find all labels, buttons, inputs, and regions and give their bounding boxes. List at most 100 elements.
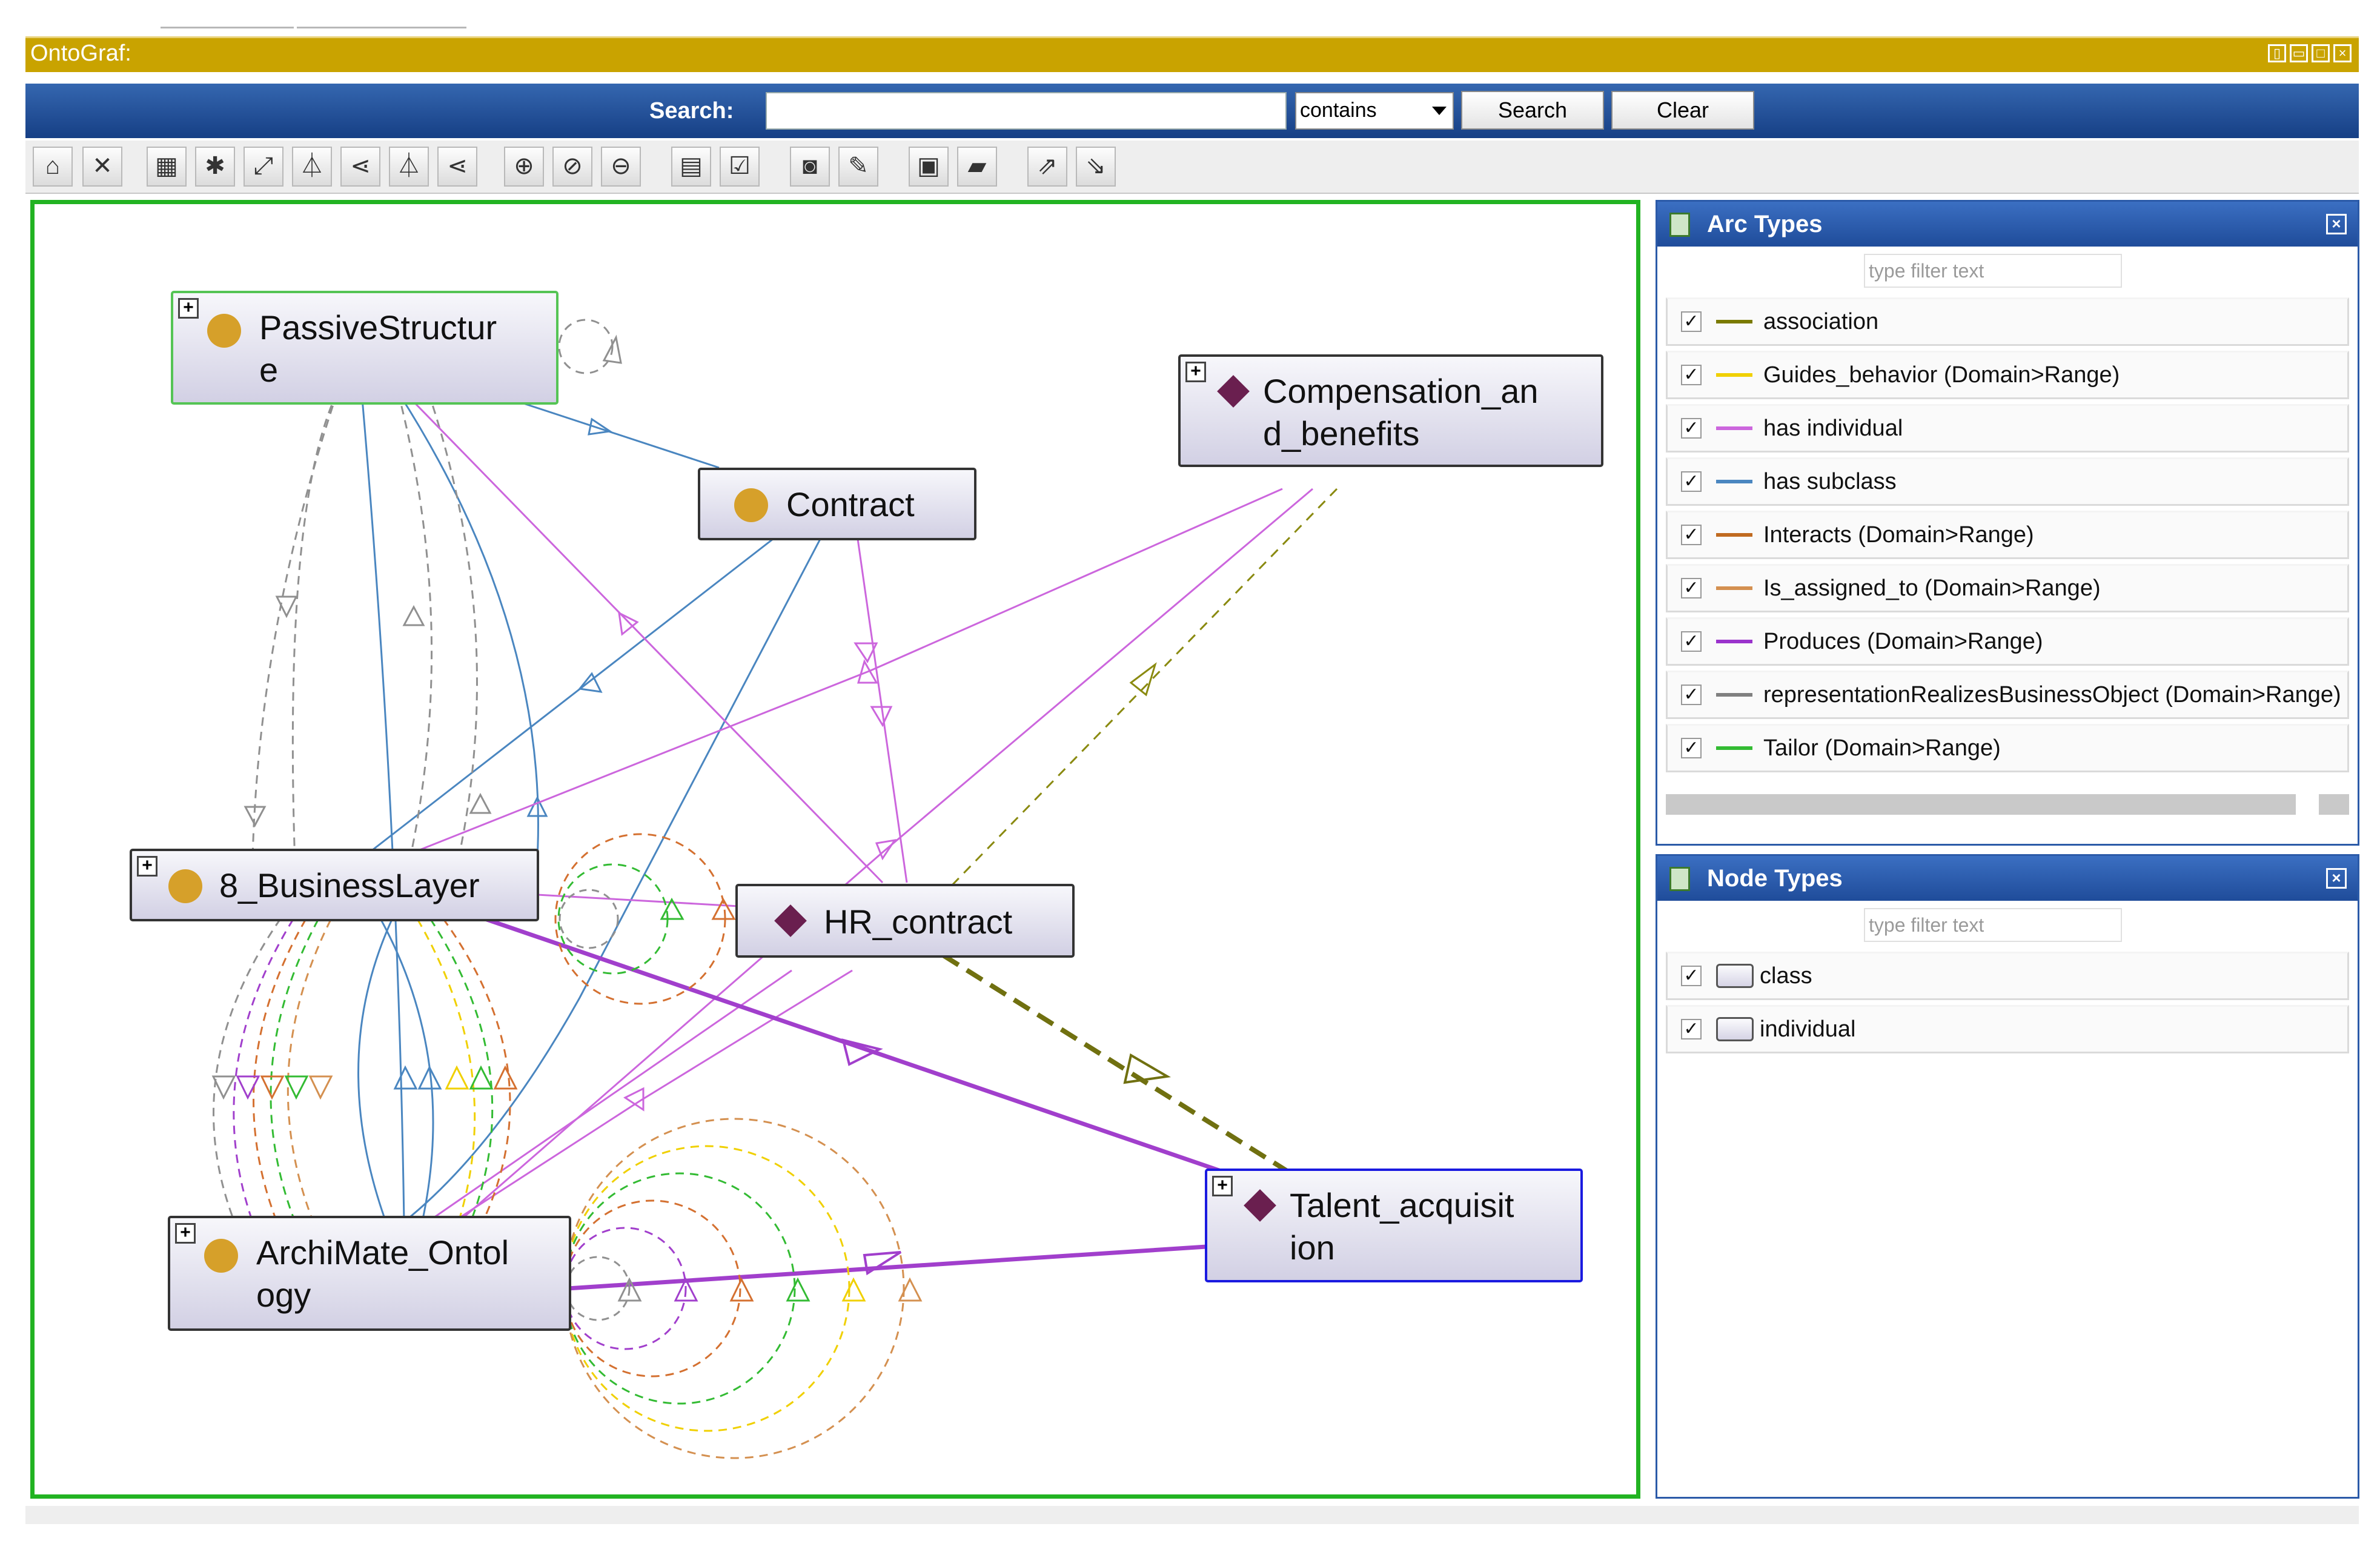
class-icon [207,314,241,348]
scrollbar-thumb[interactable] [2319,794,2349,815]
node-passive-structure[interactable]: + PassiveStructur e [171,291,559,405]
arc-type-row-guides-behavior[interactable]: ✓ Guides_behavior (Domain>Range) [1666,351,2349,399]
tree-vertical-layout-icon[interactable]: ⏃ [292,147,332,187]
edge-arrow [469,1065,494,1090]
self-loop [554,833,726,1005]
edge-arrow [308,1075,333,1100]
node-archimate-ontology[interactable]: + ArchiMate_Ontol ogy [168,1216,571,1331]
edge-has-subclass [506,397,720,469]
camera-icon[interactable]: ◙ [790,147,830,187]
checkbox[interactable]: ✓ [1681,685,1702,705]
node-types-filter-input[interactable]: type filter text [1864,908,2122,942]
zoom-fit-icon[interactable]: ⊘ [552,147,592,187]
node-type-label: class [1760,963,1812,989]
arc-types-header: Arc Types × [1657,202,2358,247]
node-type-row-class[interactable]: ✓ class [1666,952,2349,1000]
tile-vertical-icon[interactable]: ▯ [2268,44,2286,62]
node-business-layer[interactable]: + 8_BusinessLayer [130,849,539,921]
spring-layout-icon[interactable]: ✱ [195,147,235,187]
node-talent-acquisition[interactable]: + Talent_acquisit ion [1205,1169,1583,1282]
search-mode-select[interactable]: contains [1295,92,1454,130]
close-icon[interactable]: × [2326,868,2347,889]
arc-type-row-interacts[interactable]: ✓ Interacts (Domain>Range) [1666,511,2349,559]
scrollbar-track[interactable] [1666,794,2296,815]
arc-type-label: has subclass [1763,468,1897,494]
arc-type-row-association[interactable]: ✓ association [1666,297,2349,346]
arc-color-swatch [1716,426,1752,430]
arc-type-row-representation[interactable]: ✓ representationRealizesBusinessObject (… [1666,671,2349,719]
arc-type-row-has-individual[interactable]: ✓ has individual [1666,404,2349,453]
edge-arrow [674,1277,698,1302]
edge-has-subclass [373,906,434,1222]
arc-type-row-is-assigned-to[interactable]: ✓ Is_assigned_to (Domain>Range) [1666,564,2349,612]
checkbox[interactable]: ✓ [1681,365,1702,385]
import-icon[interactable]: ⇘ [1076,147,1116,187]
save-icon[interactable]: ▣ [909,147,949,187]
expand-icon[interactable]: + [137,856,157,877]
grid-layout-icon[interactable]: ▦ [147,147,187,187]
node-types-icon[interactable]: ▤ [671,147,711,187]
node-label: PassiveStructur e [259,308,497,389]
checkbox[interactable]: ✓ [1681,311,1702,332]
edge-arrow [729,1277,754,1302]
home-icon[interactable]: ⌂ [33,147,73,187]
arc-type-label: Produces (Domain>Range) [1763,628,2043,654]
close-icon[interactable]: × [2333,44,2352,62]
self-loop [421,906,494,1222]
node-label: 8_BusinessLayer [219,866,480,904]
node-label: Contract [786,485,915,523]
maximize-icon[interactable]: □ [2312,44,2330,62]
close-icon[interactable]: × [2326,214,2347,234]
node-type-row-individual[interactable]: ✓ individual [1666,1005,2349,1053]
edge-has-subclass [357,906,399,1222]
diagonal-layout-icon[interactable]: ⤢ [244,147,283,187]
arc-types-filter-input[interactable]: type filter text [1864,254,2122,288]
expand-icon[interactable]: + [178,298,199,319]
top-tab[interactable] [161,23,294,28]
checkbox[interactable]: ✓ [1681,471,1702,492]
search-input[interactable] [766,92,1287,130]
zoom-out-icon[interactable]: ⊖ [601,147,641,187]
search-mode-value: contains [1300,99,1377,122]
edge-arrow [711,897,736,920]
arc-type-row-tailor[interactable]: ✓ Tailor (Domain>Range) [1666,724,2349,772]
arc-color-swatch [1716,533,1752,537]
tile-horizontal-icon[interactable]: ▭ [2290,44,2308,62]
remove-node-icon[interactable]: ✕ [82,147,122,187]
horizontal-scrollbar[interactable] [1666,794,2349,815]
arc-type-row-has-subclass[interactable]: ✓ has subclass [1666,457,2349,506]
node-contract[interactable]: Contract [698,468,976,540]
expand-icon[interactable]: + [175,1223,196,1244]
export-icon[interactable]: ⇗ [1027,147,1067,187]
edge-arrow [863,1251,902,1276]
clear-button[interactable]: Clear [1611,91,1754,130]
edge-produces [567,1244,1216,1291]
arc-color-swatch [1716,746,1752,750]
arc-types-icon[interactable]: ☑ [720,147,760,187]
edge-has-individual [403,391,884,884]
edge-arrow [469,792,492,814]
edge-association [930,488,1338,908]
node-hr-contract[interactable]: HR_contract [735,884,1075,958]
tree-horizontal-layout-icon[interactable]: ⋖ [340,147,380,187]
top-tab[interactable] [297,23,466,28]
edge-association [941,953,1302,1182]
checkbox[interactable]: ✓ [1681,525,1702,545]
checkbox[interactable]: ✓ [1681,578,1702,598]
checkbox[interactable]: ✓ [1681,418,1702,439]
search-button[interactable]: Search [1461,91,1604,130]
graph-canvas[interactable]: + PassiveStructur e Contract + Compensat… [30,200,1640,1499]
open-folder-icon[interactable]: ▰ [957,147,997,187]
tree-horizontal-layout-icon-2[interactable]: ⋖ [437,147,477,187]
checkbox[interactable]: ✓ [1681,1019,1702,1039]
checkbox[interactable]: ✓ [1681,966,1702,986]
node-compensation-and-benefits[interactable]: + Compensation_an d_benefits [1178,354,1603,467]
arc-type-row-produces[interactable]: ✓ Produces (Domain>Range) [1666,617,2349,666]
edit-icon[interactable]: ✎ [838,147,878,187]
expand-icon[interactable]: + [1212,1176,1233,1196]
checkbox[interactable]: ✓ [1681,631,1702,652]
expand-icon[interactable]: + [1185,362,1206,382]
checkbox[interactable]: ✓ [1681,738,1702,758]
zoom-in-icon[interactable]: ⊕ [504,147,544,187]
tree-vertical-layout-icon-2[interactable]: ⏃ [389,147,429,187]
